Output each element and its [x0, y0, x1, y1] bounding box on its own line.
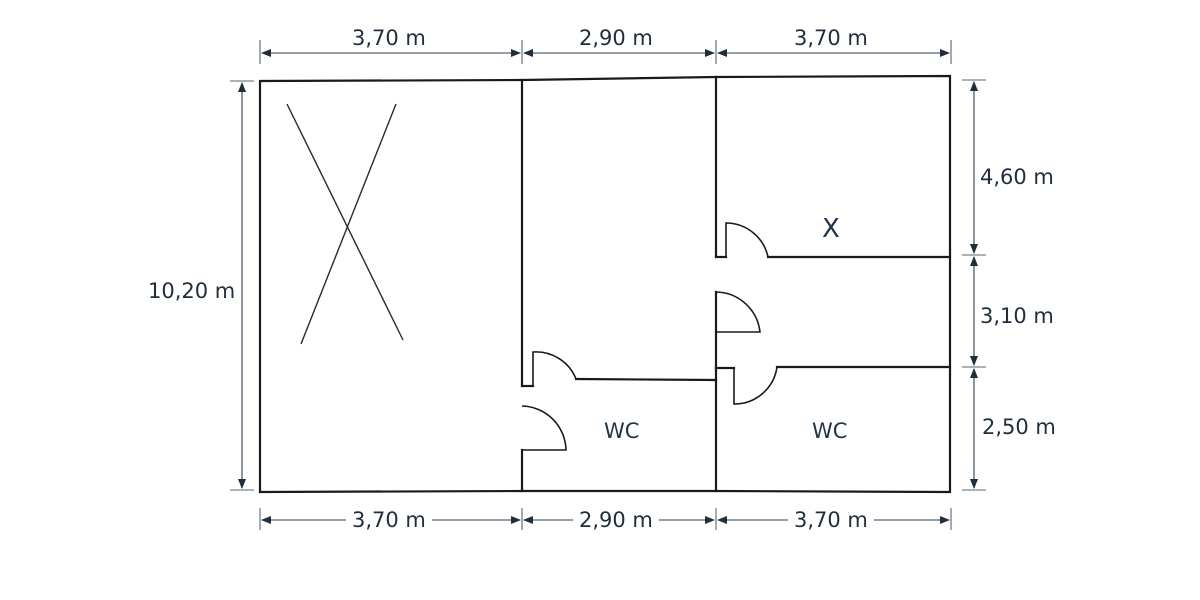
door-center-wc-top [532, 351, 577, 386]
top-dim-right-label: 3,70 m [788, 28, 874, 49]
room-label-right-wc: WC [812, 419, 848, 443]
door-center-wc-left [521, 405, 567, 451]
room-label-center-wc: WC [604, 419, 640, 443]
top-dimensions [259, 40, 952, 64]
right-dim-middle-label: 3,10 m [980, 304, 1054, 328]
bottom-dim-left-label: 3,70 m [346, 510, 432, 531]
top-dim-left-label: 3,70 m [346, 28, 432, 49]
door-right-middle [715, 291, 761, 368]
left-dim-label: 10,20 m [148, 279, 236, 303]
door-right-top [725, 222, 769, 258]
right-dim-top-label: 4,60 m [980, 165, 1054, 189]
bottom-dim-center-label: 2,90 m [573, 510, 659, 531]
room-label-right-top-x: X [822, 214, 840, 244]
outer-walls [258, 74, 952, 494]
top-dim-center-label: 2,90 m [573, 28, 659, 49]
bottom-dim-right-label: 3,70 m [788, 510, 874, 531]
cross-marker-large [286, 103, 404, 345]
left-dimension [230, 80, 254, 491]
doors [521, 222, 778, 451]
right-dimensions [962, 79, 986, 491]
door-right-wc [733, 366, 778, 405]
right-dim-bottom-label: 2,50 m [982, 415, 1056, 439]
interior-walls [520, 75, 952, 493]
